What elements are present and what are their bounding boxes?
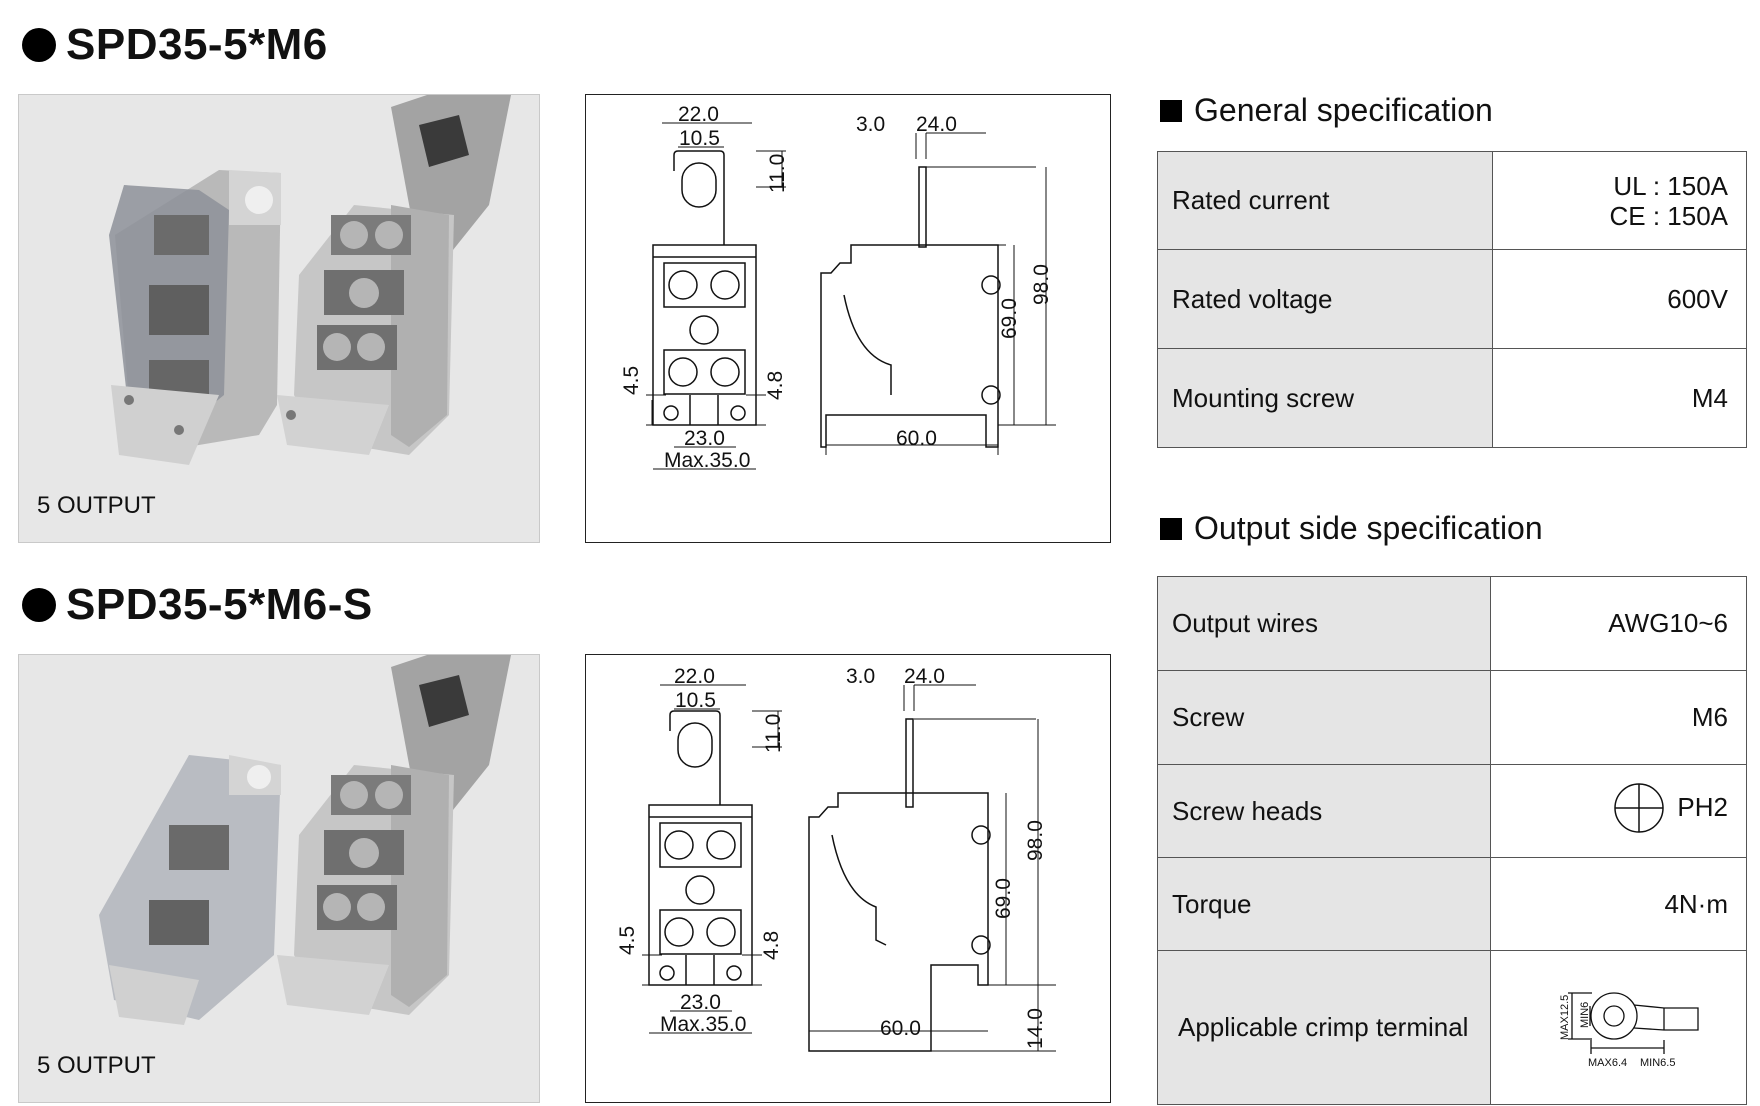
dim-10-5-label: 10.5 xyxy=(679,127,720,150)
spec-value: M6 xyxy=(1490,670,1747,765)
dim-10-5-label: 10.5 xyxy=(675,689,716,712)
dim-24-label: 24.0 xyxy=(904,665,945,688)
general-spec-title: General specification xyxy=(1194,92,1493,128)
table-row: Rated current UL : 150A CE : 150A xyxy=(1157,151,1747,250)
dim-4-8-label: 4.8 xyxy=(764,371,787,400)
spec-value: M4 xyxy=(1492,348,1747,448)
table-row: Torque 4N·m xyxy=(1157,857,1747,951)
table-row: Screw M6 xyxy=(1157,670,1747,765)
output-spec-table: Output wires AWG10~6 Screw M6 Screw head… xyxy=(1157,576,1747,1105)
table-row: Rated voltage 600V xyxy=(1157,249,1747,349)
product2-photo: 5 OUTPUT xyxy=(18,654,540,1103)
product1-heading: SPD35-5*M6 xyxy=(22,20,328,70)
square-bullet-icon xyxy=(1160,99,1182,122)
dim-22-label: 22.0 xyxy=(678,103,719,126)
output-spec-heading: Output side specification xyxy=(1160,510,1543,547)
spec-value: 600V xyxy=(1492,249,1747,349)
phillips-head-icon xyxy=(1614,782,1665,833)
dim-14-label: 14.0 xyxy=(1024,1008,1047,1049)
spec-value: PH2 xyxy=(1490,764,1747,858)
dim-98-label: 98.0 xyxy=(1030,264,1053,305)
spec-label: Torque xyxy=(1157,857,1491,951)
output-spec-title: Output side specification xyxy=(1194,510,1543,546)
spec-label: Mounting screw xyxy=(1157,348,1493,448)
dim-69-label: 69.0 xyxy=(998,298,1021,339)
dim-23-label: 23.0 xyxy=(680,991,721,1014)
dim-11-label: 11.0 xyxy=(762,714,785,753)
dim-max35-label: Max.35.0 xyxy=(664,449,750,472)
spec-label: Screw heads xyxy=(1157,764,1491,858)
product1-photo: 5 OUTPUT xyxy=(18,94,540,543)
dim-60-label: 60.0 xyxy=(880,1017,921,1040)
spec-value: 4N·m xyxy=(1490,857,1747,951)
dim-60-label: 60.0 xyxy=(896,427,937,450)
terminal-max-height-label: MAX12.5 xyxy=(1559,994,1571,1039)
rated-current-ul: UL : 150A xyxy=(1613,170,1728,201)
table-row: Output wires AWG10~6 xyxy=(1157,576,1747,671)
dim-11-label: 11.0 xyxy=(766,154,789,193)
spec-label: Output wires xyxy=(1157,576,1491,671)
dim-3-label: 3.0 xyxy=(846,665,875,688)
product2-title: SPD35-5*M6-S xyxy=(66,580,373,629)
spec-value: UL : 150A CE : 150A xyxy=(1492,151,1747,250)
terminal-min-width-label: MIN6.5 xyxy=(1640,1057,1675,1069)
product1-title: SPD35-5*M6 xyxy=(66,20,328,69)
product1-photo-caption: 5 OUTPUT xyxy=(37,492,156,519)
crimp-terminal-diagram: MAX12.5 MIN6 MAX6.4 MIN6.5 xyxy=(1559,991,1699,1069)
dim-4-5-label: 4.5 xyxy=(616,926,639,955)
bullet-icon xyxy=(22,28,56,62)
terminal-max-width-label: MAX6.4 xyxy=(1588,1057,1627,1069)
front-view-tab xyxy=(673,150,725,245)
screw-head-value: PH2 xyxy=(1677,792,1728,822)
product2-photo-caption: 5 OUTPUT xyxy=(37,1052,156,1079)
terminal-block-photo-illustration xyxy=(99,655,511,1025)
spec-label: Applicable crimp terminal xyxy=(1157,950,1491,1105)
table-row: Applicable crimp terminal MAX12.5 MIN6 xyxy=(1157,950,1747,1105)
spec-label: Rated voltage xyxy=(1157,249,1493,349)
spec-value: AWG10~6 xyxy=(1490,576,1747,671)
dim-69-label: 69.0 xyxy=(992,878,1015,919)
dim-98-label: 98.0 xyxy=(1024,820,1047,861)
product2-dimension-drawing: 22.0 10.5 11.0 3.0 24.0 98.0 69.0 14.0 4… xyxy=(585,654,1111,1103)
product2-heading: SPD35-5*M6-S xyxy=(22,580,373,630)
terminal-block-photo-illustration xyxy=(109,95,511,465)
dim-24-label: 24.0 xyxy=(916,113,957,136)
spec-label: Screw xyxy=(1157,670,1491,765)
dim-max35-label: Max.35.0 xyxy=(660,1013,746,1036)
general-spec-table: Rated current UL : 150A CE : 150A Rated … xyxy=(1157,151,1747,448)
table-row: Mounting screw M4 xyxy=(1157,348,1747,448)
spec-label: Rated current xyxy=(1157,151,1493,250)
rated-current-ce: CE : 150A xyxy=(1609,200,1728,231)
dim-3-label: 3.0 xyxy=(856,113,885,136)
general-spec-heading: General specification xyxy=(1160,92,1493,129)
bullet-icon xyxy=(22,588,56,622)
dim-4-8-label: 4.8 xyxy=(760,931,783,960)
table-row: Screw heads PH2 xyxy=(1157,764,1747,858)
terminal-min-height-label: MIN6 xyxy=(1579,1001,1591,1027)
dim-22-label: 22.0 xyxy=(674,665,715,688)
square-bullet-icon xyxy=(1160,517,1182,540)
product1-dimension-drawing: 22.0 10.5 11.0 3.0 24.0 98.0 69.0 4.5 4.… xyxy=(585,94,1111,543)
spec-value: MAX12.5 MIN6 MAX6.4 MIN6.5 xyxy=(1490,950,1747,1105)
dim-4-5-label: 4.5 xyxy=(620,366,643,395)
dim-23-label: 23.0 xyxy=(684,427,725,450)
